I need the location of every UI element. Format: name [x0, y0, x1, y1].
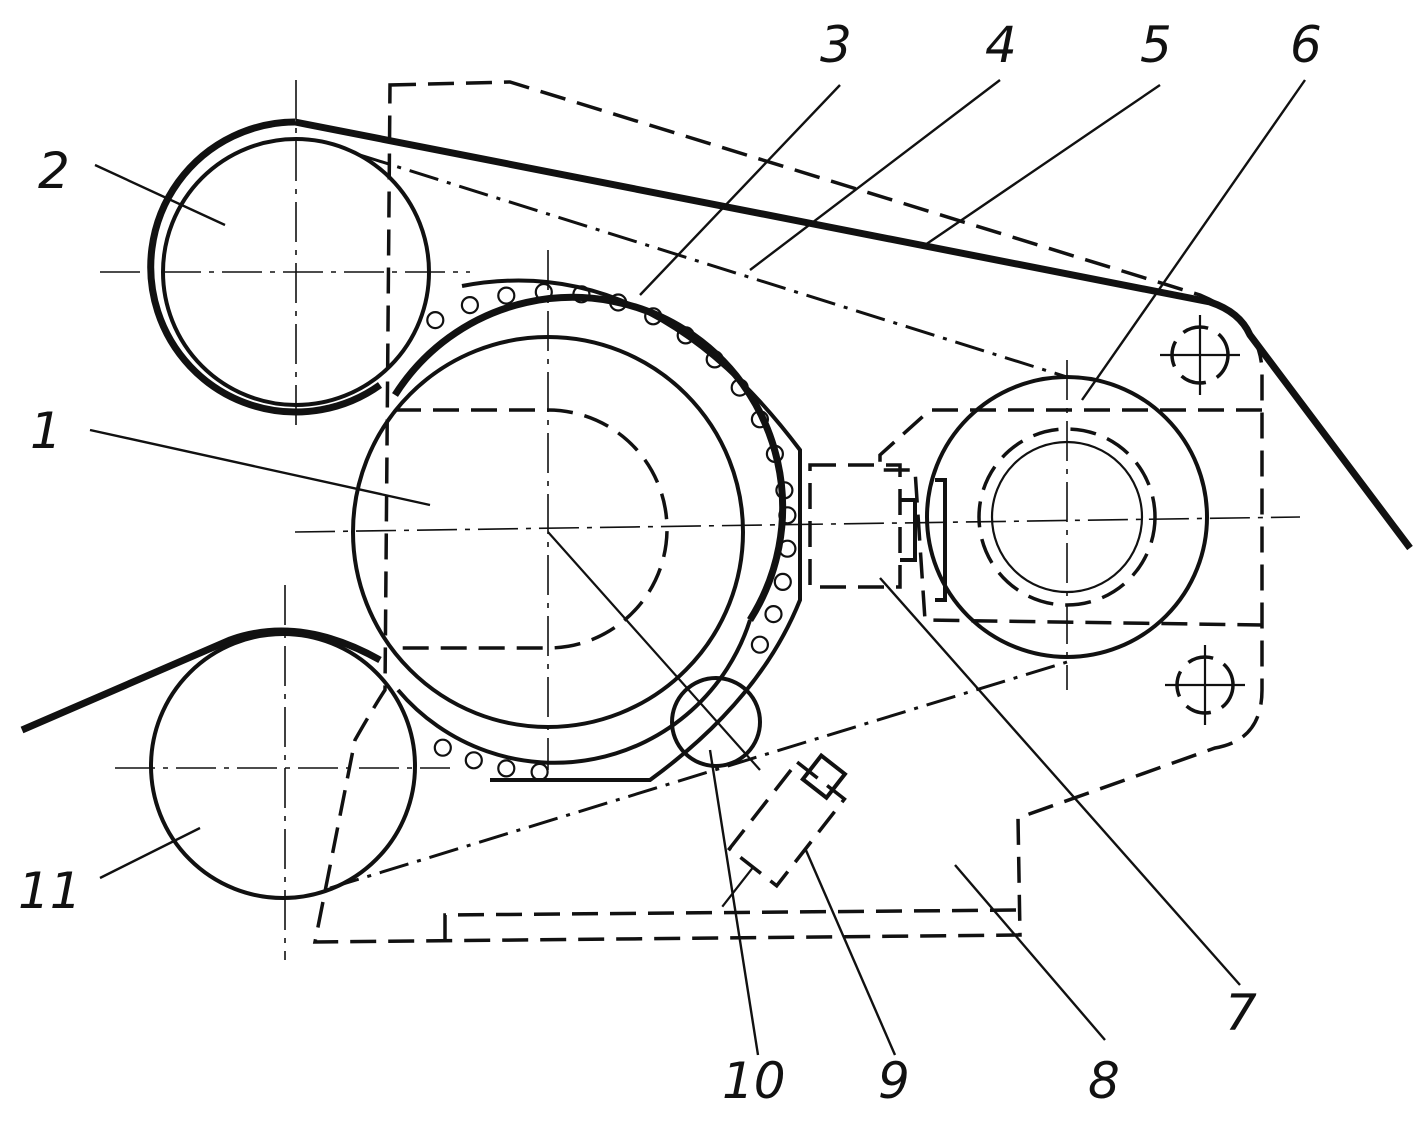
- bracket-7-link: [900, 478, 947, 602]
- bolt-upper: [1160, 315, 1240, 395]
- label-4: 4: [985, 16, 1017, 74]
- heater-element: [426, 311, 445, 330]
- label-9: 9: [878, 1052, 910, 1110]
- actuator-body: [726, 759, 847, 889]
- leader-5: [924, 84, 1161, 246]
- label-8: 8: [1088, 1052, 1120, 1110]
- drum-1-inner-dashed: [395, 408, 669, 650]
- leader-9: [803, 847, 897, 1056]
- leader-11: [99, 826, 201, 880]
- leader-6: [1081, 79, 1306, 401]
- drum-1-axis-h: [294, 516, 1301, 533]
- drum-1-cover: [392, 293, 787, 622]
- heater-element: [433, 738, 452, 757]
- heater-element: [464, 751, 483, 770]
- bracket-7: [808, 463, 902, 589]
- leader-4: [749, 79, 1001, 271]
- bolt-lower: [1165, 645, 1245, 725]
- leader-2: [94, 163, 226, 227]
- belt-upper: [294, 118, 1413, 551]
- heater-element: [778, 506, 797, 525]
- label-11: 11: [18, 862, 82, 920]
- heater-element: [773, 572, 792, 592]
- label-2: 2: [38, 142, 70, 200]
- chain-upper: [359, 153, 1068, 379]
- actuator-rod: [721, 866, 754, 908]
- drum-10-link: [547, 531, 761, 771]
- label-6: 6: [1290, 16, 1322, 74]
- chain-lower: [329, 660, 1068, 890]
- actuator-9: [721, 752, 848, 908]
- label-7: 7: [1225, 984, 1257, 1042]
- heater-element: [705, 350, 724, 369]
- roller-10: [670, 676, 762, 768]
- heater-element: [644, 307, 663, 326]
- leader-7: [879, 577, 1241, 986]
- heater-element: [460, 296, 479, 315]
- heater-array: [426, 282, 797, 782]
- leader-1: [89, 428, 431, 507]
- housing-frame: [312, 80, 1264, 944]
- label-3: 3: [820, 16, 852, 74]
- heater-element: [497, 286, 516, 305]
- leader-3: [639, 84, 841, 296]
- label-5: 5: [1140, 16, 1172, 74]
- belt-around-roller-2: [147, 118, 383, 416]
- heater-element: [530, 762, 549, 782]
- heater-element: [764, 604, 783, 624]
- base-plate: [443, 908, 1021, 940]
- heater-element: [775, 481, 794, 500]
- heater-housing: [461, 278, 802, 782]
- leader-8: [954, 864, 1106, 1041]
- label-10: 10: [722, 1052, 786, 1110]
- actuator-cap: [799, 752, 848, 801]
- heater-element: [534, 282, 553, 302]
- heater-element: [750, 410, 770, 429]
- heater-element: [750, 635, 770, 654]
- heater-element: [778, 539, 797, 558]
- leader-10: [708, 749, 760, 1056]
- heater-element: [676, 326, 695, 345]
- heater-element: [497, 759, 516, 778]
- label-1: 1: [30, 402, 62, 460]
- roller-11: [149, 632, 417, 900]
- heater-element: [765, 444, 785, 463]
- belt-lower: [20, 627, 382, 734]
